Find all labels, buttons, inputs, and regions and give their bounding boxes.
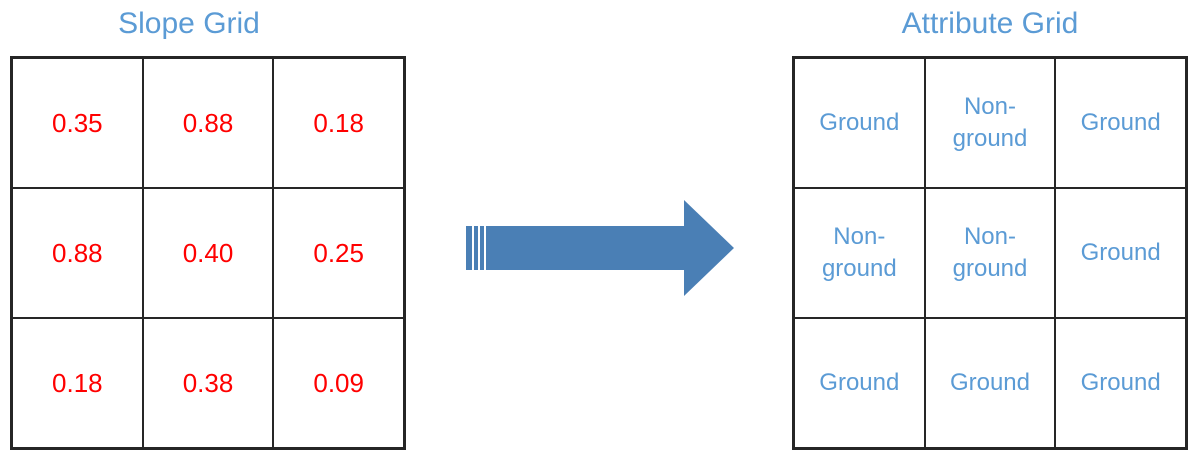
attribute-cell-r1c1: Ground [794, 58, 925, 188]
slope-cell-r1c2: 0.88 [142, 58, 274, 188]
slope-cell-r1c3: 0.18 [273, 58, 404, 188]
attribute-grid-title: Attribute Grid [901, 7, 1079, 40]
slope-cell-r3c1: 0.18 [12, 318, 143, 448]
slope-grid: 0.35 0.88 0.18 0.88 0.40 0.25 0.18 0.38 … [10, 56, 406, 450]
attribute-grid: Ground Non- ground Ground Non- ground No… [792, 56, 1188, 450]
attribute-cell-r3c1: Ground [794, 318, 925, 448]
attribute-cell-r3c2: Ground [924, 318, 1056, 448]
slope-cell-r3c3: 0.09 [273, 318, 404, 448]
slope-grid-title: Slope Grid [118, 7, 260, 40]
attribute-cell-r2c3: Ground [1055, 188, 1186, 318]
attribute-cell-r2c1: Non- ground [794, 188, 925, 318]
right-arrow-icon [466, 200, 734, 296]
slope-cell-r2c1: 0.88 [12, 188, 143, 318]
slope-cell-r3c2: 0.38 [142, 318, 274, 448]
attribute-cell-r1c2: Non- ground [924, 58, 1056, 188]
attribute-cell-r1c3: Ground [1055, 58, 1186, 188]
attribute-cell-r2c2: Non- ground [924, 188, 1056, 318]
slope-cell-r2c2: 0.40 [142, 188, 274, 318]
attribute-cell-r3c3: Ground [1055, 318, 1186, 448]
slope-cell-r1c1: 0.35 [12, 58, 143, 188]
slope-cell-r2c3: 0.25 [273, 188, 404, 318]
